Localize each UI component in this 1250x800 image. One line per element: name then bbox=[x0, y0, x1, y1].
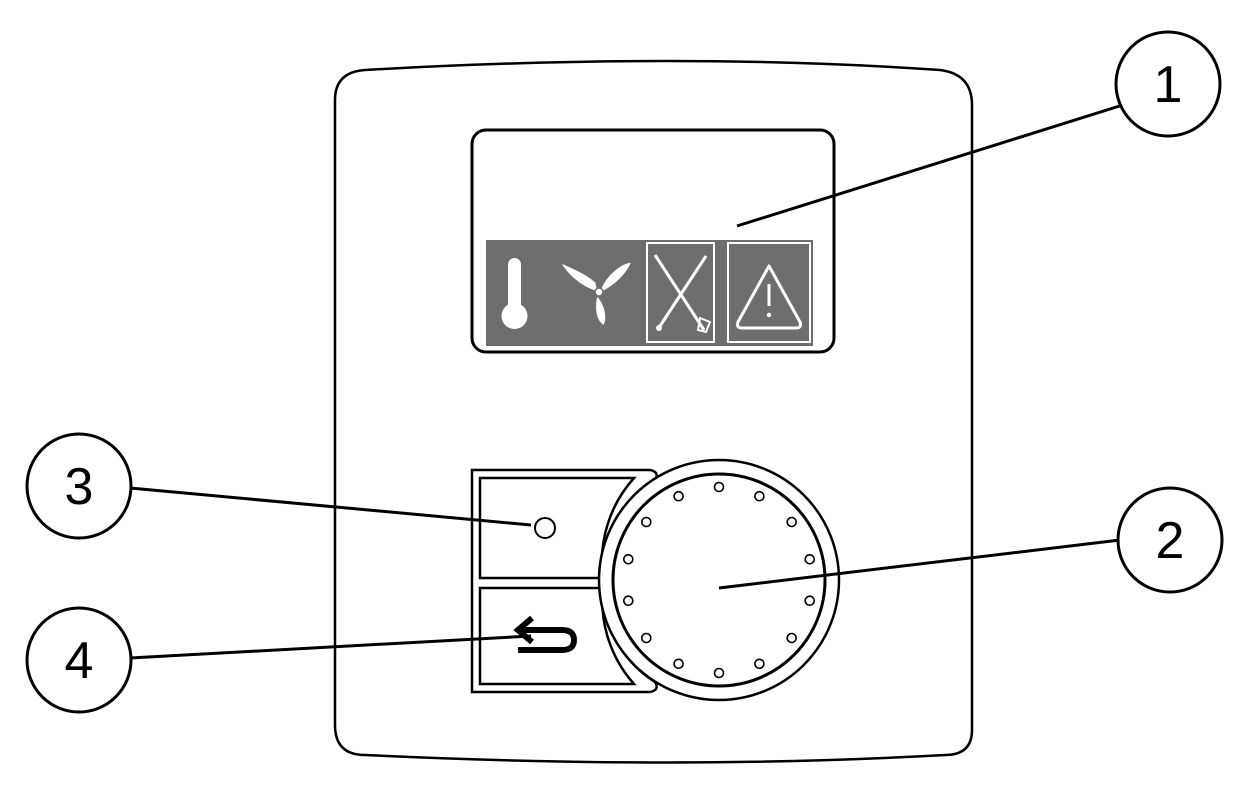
knob-detent-mark bbox=[804, 553, 816, 565]
display-icon-bar bbox=[486, 240, 813, 346]
knob-detent-mark bbox=[804, 595, 816, 607]
callout-3-leader bbox=[129, 486, 532, 527]
warning-icon bbox=[727, 242, 811, 343]
callout-number: 3 bbox=[65, 458, 94, 516]
knob-detent-mark bbox=[640, 516, 652, 528]
knob-detent-mark bbox=[754, 658, 765, 670]
knob-detent-marks bbox=[622, 481, 816, 679]
thermometer-icon bbox=[501, 258, 528, 329]
callout-4: 4 bbox=[25, 606, 133, 714]
display bbox=[470, 128, 836, 354]
fan-icon bbox=[558, 260, 634, 328]
led-indicator-icon bbox=[534, 517, 556, 539]
knob-detent-mark bbox=[622, 595, 634, 607]
rotary-knob[interactable] bbox=[597, 458, 841, 702]
knob-detent-mark bbox=[640, 632, 652, 644]
knob-detent-mark bbox=[673, 490, 684, 502]
callout-3: 3 bbox=[25, 432, 133, 540]
callout-1-leader bbox=[736, 102, 1127, 228]
callout-1: 1 bbox=[1114, 30, 1222, 138]
knob-detent-mark bbox=[622, 553, 634, 565]
callout-number: 1 bbox=[1154, 56, 1183, 114]
callout-2-leader bbox=[718, 538, 1121, 590]
return-arrow-icon bbox=[513, 615, 578, 653]
knob-detent-mark bbox=[713, 481, 725, 493]
knob-detent-mark bbox=[713, 667, 725, 679]
tools-icon bbox=[646, 242, 715, 343]
knob-detent-mark bbox=[786, 516, 798, 528]
knob-body[interactable] bbox=[611, 472, 827, 688]
knob-detent-mark bbox=[673, 658, 684, 670]
callout-number: 4 bbox=[65, 632, 94, 690]
callout-2: 2 bbox=[1116, 486, 1224, 594]
callout-4-leader bbox=[129, 634, 532, 660]
knob-detent-mark bbox=[754, 490, 765, 502]
callout-number: 2 bbox=[1156, 512, 1185, 570]
knob-detent-mark bbox=[786, 632, 798, 644]
